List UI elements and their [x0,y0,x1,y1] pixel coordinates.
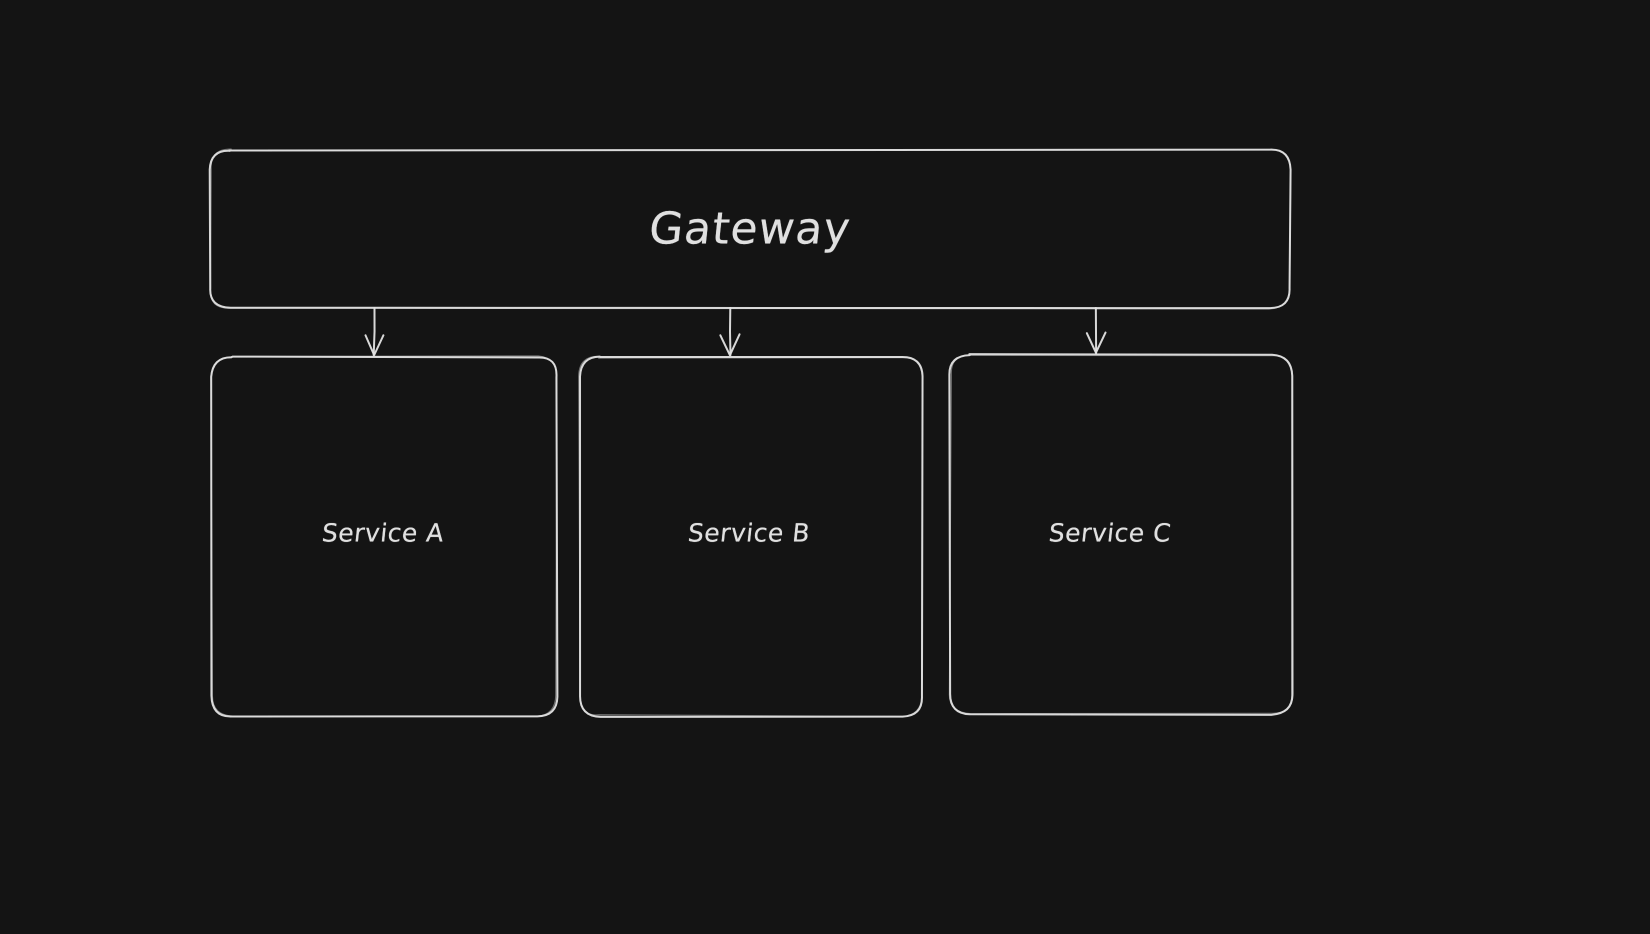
node-shape-service-c [948,353,1294,716]
node-shape-gateway [208,148,1292,310]
node-shape-service-b [578,355,924,718]
edge-gateway-to-service-c [1085,307,1107,354]
edge-gateway-to-service-a [364,307,385,357]
edge-gateway-to-service-b [719,307,741,357]
node-shape-service-a [210,355,559,718]
